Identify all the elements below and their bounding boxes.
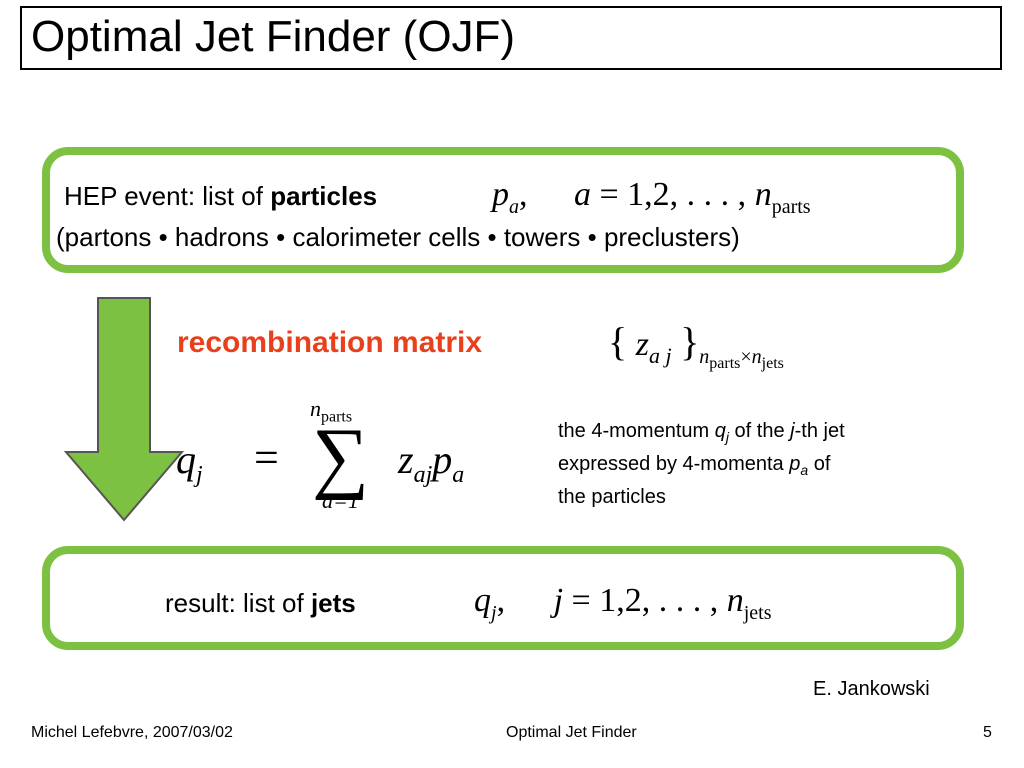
slide-title: Optimal Jet Finder (OJF) — [31, 12, 516, 61]
p-symbol: p — [432, 437, 453, 482]
n-subscript: parts — [771, 195, 811, 218]
a-symbol: a — [574, 176, 591, 213]
momentum-note: the 4-momentum qj of the j-th jet expres… — [558, 418, 988, 511]
q-subscript: j — [196, 462, 203, 488]
n-jets-symbol: n — [751, 345, 762, 368]
down-arrow-icon — [63, 297, 185, 522]
jets-box — [42, 546, 964, 650]
sum-rhs: zajpa — [398, 436, 464, 489]
note-j: j — [790, 420, 795, 442]
sequence: = 1,2, . . . , — [571, 582, 719, 619]
note-text: the 4-momentum — [558, 420, 710, 442]
jets-bold: jets — [310, 588, 356, 618]
note-q-sub: j — [725, 429, 729, 445]
jets-prefix: result: list of — [165, 588, 304, 618]
z-subscript: a j — [648, 342, 672, 368]
sum-equals: = — [254, 433, 279, 482]
note-text: expressed by 4-momenta — [558, 453, 784, 475]
n-jets-subscript: jets — [761, 354, 784, 372]
n-symbol: n — [726, 582, 744, 619]
note-p: p — [789, 453, 801, 475]
note-text: -th jet — [794, 420, 845, 442]
particles-line: HEP event: list of particles — [64, 181, 377, 211]
q-subscript: j — [491, 601, 497, 624]
right-brace: } — [680, 319, 700, 364]
footer-title: Optimal Jet Finder — [506, 724, 637, 741]
upper-sub: parts — [321, 408, 353, 426]
comma: , — [519, 176, 528, 213]
note-text: of the — [734, 420, 785, 442]
sum-upper-limit: nparts — [310, 396, 352, 426]
n-subscript: jets — [743, 601, 772, 624]
times-symbol: × — [740, 345, 752, 368]
p-subscript: a — [509, 195, 519, 218]
jets-formula: qj, j = 1,2, . . . , njets — [474, 582, 771, 625]
title-frame — [20, 6, 1002, 70]
note-p-sub: a — [800, 462, 809, 478]
sum-lower-limit: a=1 — [322, 488, 359, 513]
n-parts-symbol: n — [699, 345, 710, 368]
particles-prefix: HEP event: list of — [64, 181, 263, 211]
particles-bold: particles — [270, 181, 378, 211]
left-brace: { — [608, 319, 628, 364]
note-q: q — [714, 420, 726, 442]
upper-n: n — [310, 396, 321, 421]
comma: , — [496, 582, 506, 619]
z-symbol: z — [635, 326, 649, 363]
page-number: 5 — [983, 724, 992, 741]
n-parts-subscript: parts — [709, 354, 741, 372]
note-text: the particles — [558, 486, 666, 508]
particle-types: (partons • hadrons • calorimeter cells •… — [56, 222, 740, 252]
particles-box — [42, 147, 964, 273]
p-subscript: a — [452, 462, 465, 488]
jets-line: result: list of jets — [165, 588, 356, 618]
sigma-symbol: ∑ — [312, 413, 370, 501]
z-symbol: z — [398, 437, 414, 482]
n-symbol: n — [754, 176, 772, 213]
sequence: = 1,2, . . . , — [599, 176, 747, 213]
recombination-formula: { za j }nparts×njets — [608, 318, 784, 373]
recombination-label: recombination matrix — [177, 326, 483, 359]
note-text: of — [813, 453, 831, 475]
q-symbol: q — [176, 437, 196, 482]
sum-lhs: qj — [176, 436, 203, 489]
footer-author-date: Michel Lefebvre, 2007/03/02 — [31, 724, 233, 741]
credit: E. Jankowski — [813, 678, 930, 700]
p-symbol: p — [492, 176, 509, 213]
j-symbol: j — [553, 582, 564, 619]
q-symbol: q — [474, 582, 491, 619]
particles-formula: pa, a = 1,2, . . . , nparts — [492, 176, 811, 219]
z-subscript: aj — [413, 462, 433, 488]
